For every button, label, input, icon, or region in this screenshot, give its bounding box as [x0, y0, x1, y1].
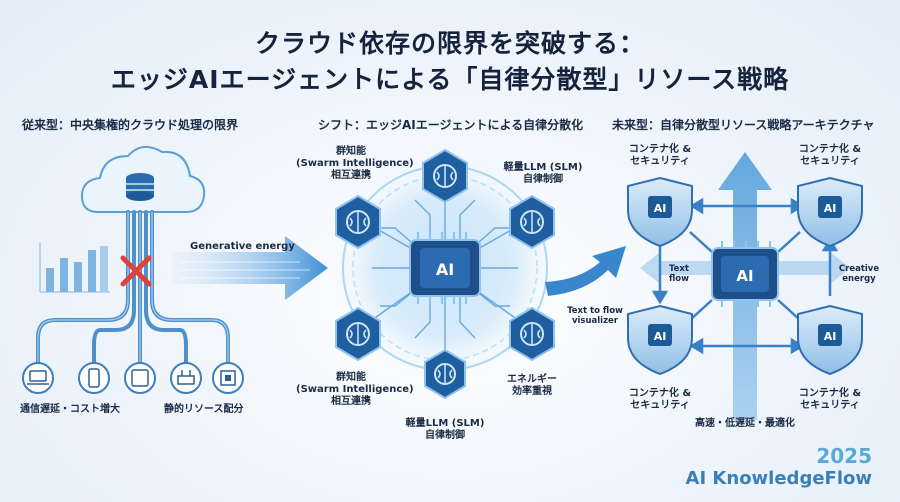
text-flow-label: Text flow — [662, 264, 696, 284]
text-flow-line: flow — [669, 274, 689, 284]
shield-icon-top-left: AI — [627, 176, 693, 248]
shield-label: AI — [824, 202, 837, 215]
shield-icon-bottom-left: AI — [627, 304, 693, 376]
speed-optimization-label: 高速・低遅延・最適化 — [695, 418, 795, 429]
ai-chip-center: AI — [409, 232, 481, 304]
swarm-title: 群知能 — [336, 146, 366, 157]
security-line: セキュリティ — [630, 400, 690, 411]
swarm-title: 群知能 — [336, 372, 366, 383]
slm-title: 軽量LLM (SLM) — [503, 162, 583, 173]
phone-icon — [78, 362, 110, 394]
section-heading-center: シフト：エッジAIエージェントによる自律分散化 — [318, 118, 584, 132]
text-to-flow-arrow — [545, 246, 626, 296]
slm-caption: 自律制御 — [425, 430, 465, 441]
section-heading-right: 未来型：自律分散型リソース戦略アーキテクチャ — [612, 118, 875, 132]
bar-chart-icon — [39, 242, 110, 293]
security-line: セキュリティ — [630, 156, 690, 167]
swarm-label-bottom: 群知能 (Swarm Intelligence) 相互連携 — [296, 372, 414, 408]
container-line: コンテナ化 & — [798, 388, 862, 399]
cloud-cables-highlight — [37, 212, 229, 366]
shield-icon-top-right: AI — [797, 176, 863, 248]
text-flow-line: Text — [669, 264, 689, 274]
creative-energy-line: Creative — [838, 264, 880, 274]
container-line: コンテナ化 & — [628, 388, 692, 399]
generative-energy-arrow — [172, 236, 328, 300]
energy-caption: 効率重視 — [512, 386, 552, 397]
center-chip-label: AI — [436, 260, 454, 279]
title-line-1: クラウド依存の限界を突破する： — [254, 29, 645, 58]
section-heading-left: 従来型：中央集権的クラウド処理の限界 — [22, 118, 239, 132]
creative-energy-label: Creative energy — [836, 264, 882, 284]
tablet-icon — [124, 362, 156, 394]
container-security-label-tl: コンテナ化 & セキュリティ — [624, 144, 696, 168]
brand-year: 2025 — [816, 444, 872, 468]
node-brain-top-left — [335, 194, 381, 250]
slm-title: 軽量LLM (SLM) — [405, 418, 485, 429]
database-icon — [126, 173, 154, 201]
container-line: コンテナ化 & — [798, 144, 862, 155]
blocked-cross-icon — [120, 255, 152, 287]
swarm-subtitle: (Swarm Intelligence) — [296, 158, 414, 169]
static-allocation-label: 静的リソース配分 — [164, 404, 244, 415]
container-security-label-bl: コンテナ化 & セキュリティ — [624, 388, 696, 412]
container-line: コンテナ化 & — [628, 144, 692, 155]
latency-cost-label: 通信遅延・コスト増大 — [20, 404, 120, 415]
node-brain-bottom-right — [509, 306, 555, 362]
swarm-subtitle: (Swarm Intelligence) — [296, 384, 414, 395]
creative-energy-line: energy — [842, 274, 876, 284]
text-to-flow-line: Text to flow — [567, 306, 623, 316]
shield-icon-bottom-right: AI — [797, 304, 863, 376]
swarm-caption: 相互連携 — [331, 170, 371, 181]
node-brain-bottom-left — [335, 306, 381, 362]
container-security-label-tr: コンテナ化 & セキュリティ — [794, 144, 866, 168]
energy-title: エネルギー — [507, 374, 557, 385]
brand-name: AI KnowledgeFlow — [685, 468, 872, 489]
generative-energy-label: Generative energy — [190, 241, 295, 252]
shield-label: AI — [654, 330, 667, 343]
security-line: セキュリティ — [800, 156, 860, 167]
energy-efficiency-label: エネルギー 効率重視 — [502, 374, 562, 398]
ai-chip-right: AI — [711, 241, 779, 307]
network-device-icon — [170, 362, 202, 394]
cpu-chip-icon — [212, 362, 244, 394]
node-brain-bottom — [424, 348, 466, 400]
node-brain-top — [422, 148, 468, 204]
slm-caption: 自律制御 — [523, 174, 563, 185]
shield-label: AI — [824, 330, 837, 343]
title-line-2: エッジAIエージェントによる「自律分散型」リソース戦略 — [110, 65, 790, 94]
shield-label: AI — [654, 202, 667, 215]
node-brain-top-right — [509, 194, 555, 250]
security-line: セキュリティ — [800, 400, 860, 411]
swarm-label-top: 群知能 (Swarm Intelligence) 相互連携 — [296, 146, 414, 182]
text-to-flow-line: visualizer — [571, 316, 619, 326]
swarm-caption: 相互連携 — [331, 396, 371, 407]
laptop-icon — [22, 362, 54, 394]
slm-label-bottom: 軽量LLM (SLM) 自律制御 — [400, 418, 490, 442]
container-security-label-br: コンテナ化 & セキュリティ — [794, 388, 866, 412]
text-to-flow-label: Text to flow visualizer — [560, 306, 630, 326]
slm-label-top: 軽量LLM (SLM) 自律制御 — [498, 162, 588, 186]
right-chip-label: AI — [736, 267, 753, 285]
